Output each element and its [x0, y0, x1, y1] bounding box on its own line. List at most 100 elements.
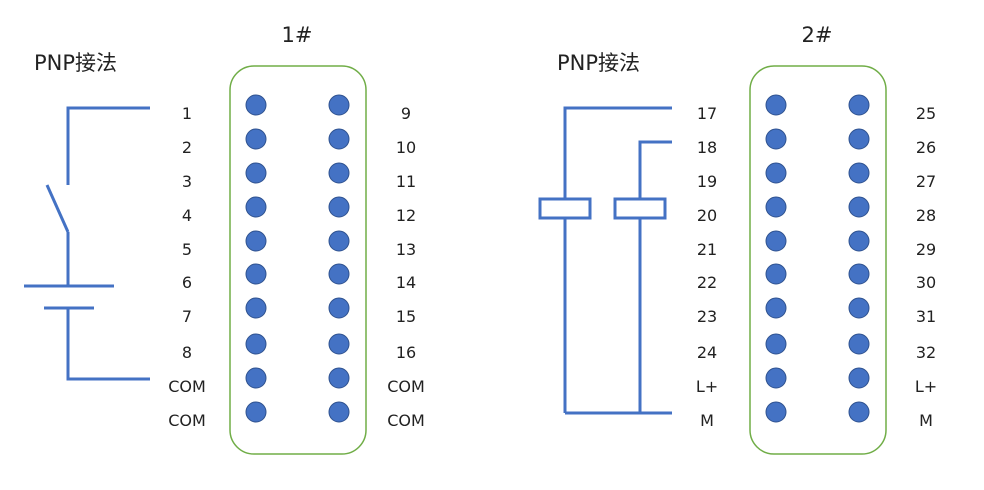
terminal-label: 30	[916, 273, 936, 292]
terminal-label: 12	[396, 206, 416, 225]
pin-dot	[765, 162, 787, 184]
terminal-label: COM	[387, 377, 425, 396]
switch-icon	[45, 184, 70, 233]
connector-2-housing	[749, 65, 887, 455]
pin-dot	[245, 94, 267, 116]
connector-1-housing	[229, 65, 367, 455]
terminal-label: 1	[182, 104, 192, 123]
terminal-label: L+	[915, 377, 937, 396]
terminal-label: 9	[401, 104, 411, 123]
pin-dot	[328, 196, 350, 218]
terminal-label: 7	[182, 307, 192, 326]
connector-2-right-labels: 25 26 27 28 29 30 31 32L+ M	[915, 104, 937, 430]
wire-pin18-to-sensor-b	[638, 140, 672, 199]
connector-2-pins	[765, 94, 870, 423]
terminal-label: 20	[697, 206, 717, 225]
terminal-label: 10	[396, 138, 416, 157]
terminal-label: M	[700, 411, 714, 430]
terminal-label: 4	[182, 206, 192, 225]
pin-dot	[765, 94, 787, 116]
terminal-label: L+	[696, 377, 718, 396]
wire-pin1-to-switch	[66, 106, 150, 185]
terminal-label: 15	[396, 307, 416, 326]
pin-dot	[245, 230, 267, 252]
pin-dot	[328, 162, 350, 184]
pin-dot	[245, 263, 267, 285]
pin-dot	[848, 94, 870, 116]
pin-dot	[848, 263, 870, 285]
pin-dot	[328, 367, 350, 389]
terminal-label: 19	[697, 172, 717, 191]
terminal-label: 2	[182, 138, 192, 157]
pin-dot	[765, 196, 787, 218]
pin-dot	[245, 401, 267, 423]
sensor-icon	[613, 197, 667, 220]
pin-dot	[328, 333, 350, 355]
pin-dot	[328, 297, 350, 319]
terminal-label: 5	[182, 240, 192, 259]
terminal-label: 6	[182, 273, 192, 292]
terminal-label: 22	[697, 273, 717, 292]
pin-dot	[245, 333, 267, 355]
terminal-label: 21	[697, 240, 717, 259]
terminal-label: 29	[916, 240, 936, 259]
terminal-label: 32	[916, 343, 936, 362]
terminal-label: 28	[916, 206, 936, 225]
terminal-label: M	[919, 411, 933, 430]
terminal-label: 25	[916, 104, 936, 123]
terminal-label: COM	[168, 377, 206, 396]
pin-dot	[848, 196, 870, 218]
pin-dot	[848, 230, 870, 252]
pin-dot	[328, 230, 350, 252]
pin-dot	[245, 297, 267, 319]
pin-dot	[848, 367, 870, 389]
terminal-label: 11	[396, 172, 416, 191]
pin-dot	[765, 297, 787, 319]
terminal-label: 8	[182, 343, 192, 362]
terminal-label: 31	[916, 307, 936, 326]
terminal-label: 17	[697, 104, 717, 123]
pin-dot	[848, 162, 870, 184]
connector-2-title: 2#	[802, 23, 833, 47]
pin-dot	[245, 367, 267, 389]
pin-dot	[245, 128, 267, 150]
pin-dot	[848, 128, 870, 150]
pin-dot	[765, 401, 787, 423]
terminal-label: 13	[396, 240, 416, 259]
connector-1-pins	[245, 94, 350, 423]
connector-1-wiring-label: PNP接法	[34, 51, 117, 75]
terminal-label: 27	[916, 172, 936, 191]
pin-dot	[765, 367, 787, 389]
pin-dot	[765, 230, 787, 252]
connector-2-wiring-label: PNP接法	[557, 51, 640, 75]
terminal-label: COM	[387, 411, 425, 430]
sensor-circuit	[538, 106, 672, 415]
terminal-label: 26	[916, 138, 936, 157]
pin-dot	[245, 162, 267, 184]
pin-dot	[848, 401, 870, 423]
pin-dot	[328, 401, 350, 423]
terminal-label: COM	[168, 411, 206, 430]
pin-dot	[765, 333, 787, 355]
wire-pin17-to-sensor-a	[563, 106, 672, 199]
connector-1-title: 1#	[282, 23, 313, 47]
pin-dot	[245, 196, 267, 218]
switch-battery-circuit	[24, 106, 150, 381]
terminal-label: 16	[396, 343, 416, 362]
pin-dot	[328, 128, 350, 150]
terminal-label: 3	[182, 172, 192, 191]
pin-dot	[848, 333, 870, 355]
sensor-icon	[538, 197, 592, 220]
pin-dot	[848, 297, 870, 319]
pin-dot	[765, 263, 787, 285]
terminal-label: 24	[697, 343, 717, 362]
terminal-label: 14	[396, 273, 416, 292]
pin-dot	[328, 263, 350, 285]
terminal-label: 18	[697, 138, 717, 157]
